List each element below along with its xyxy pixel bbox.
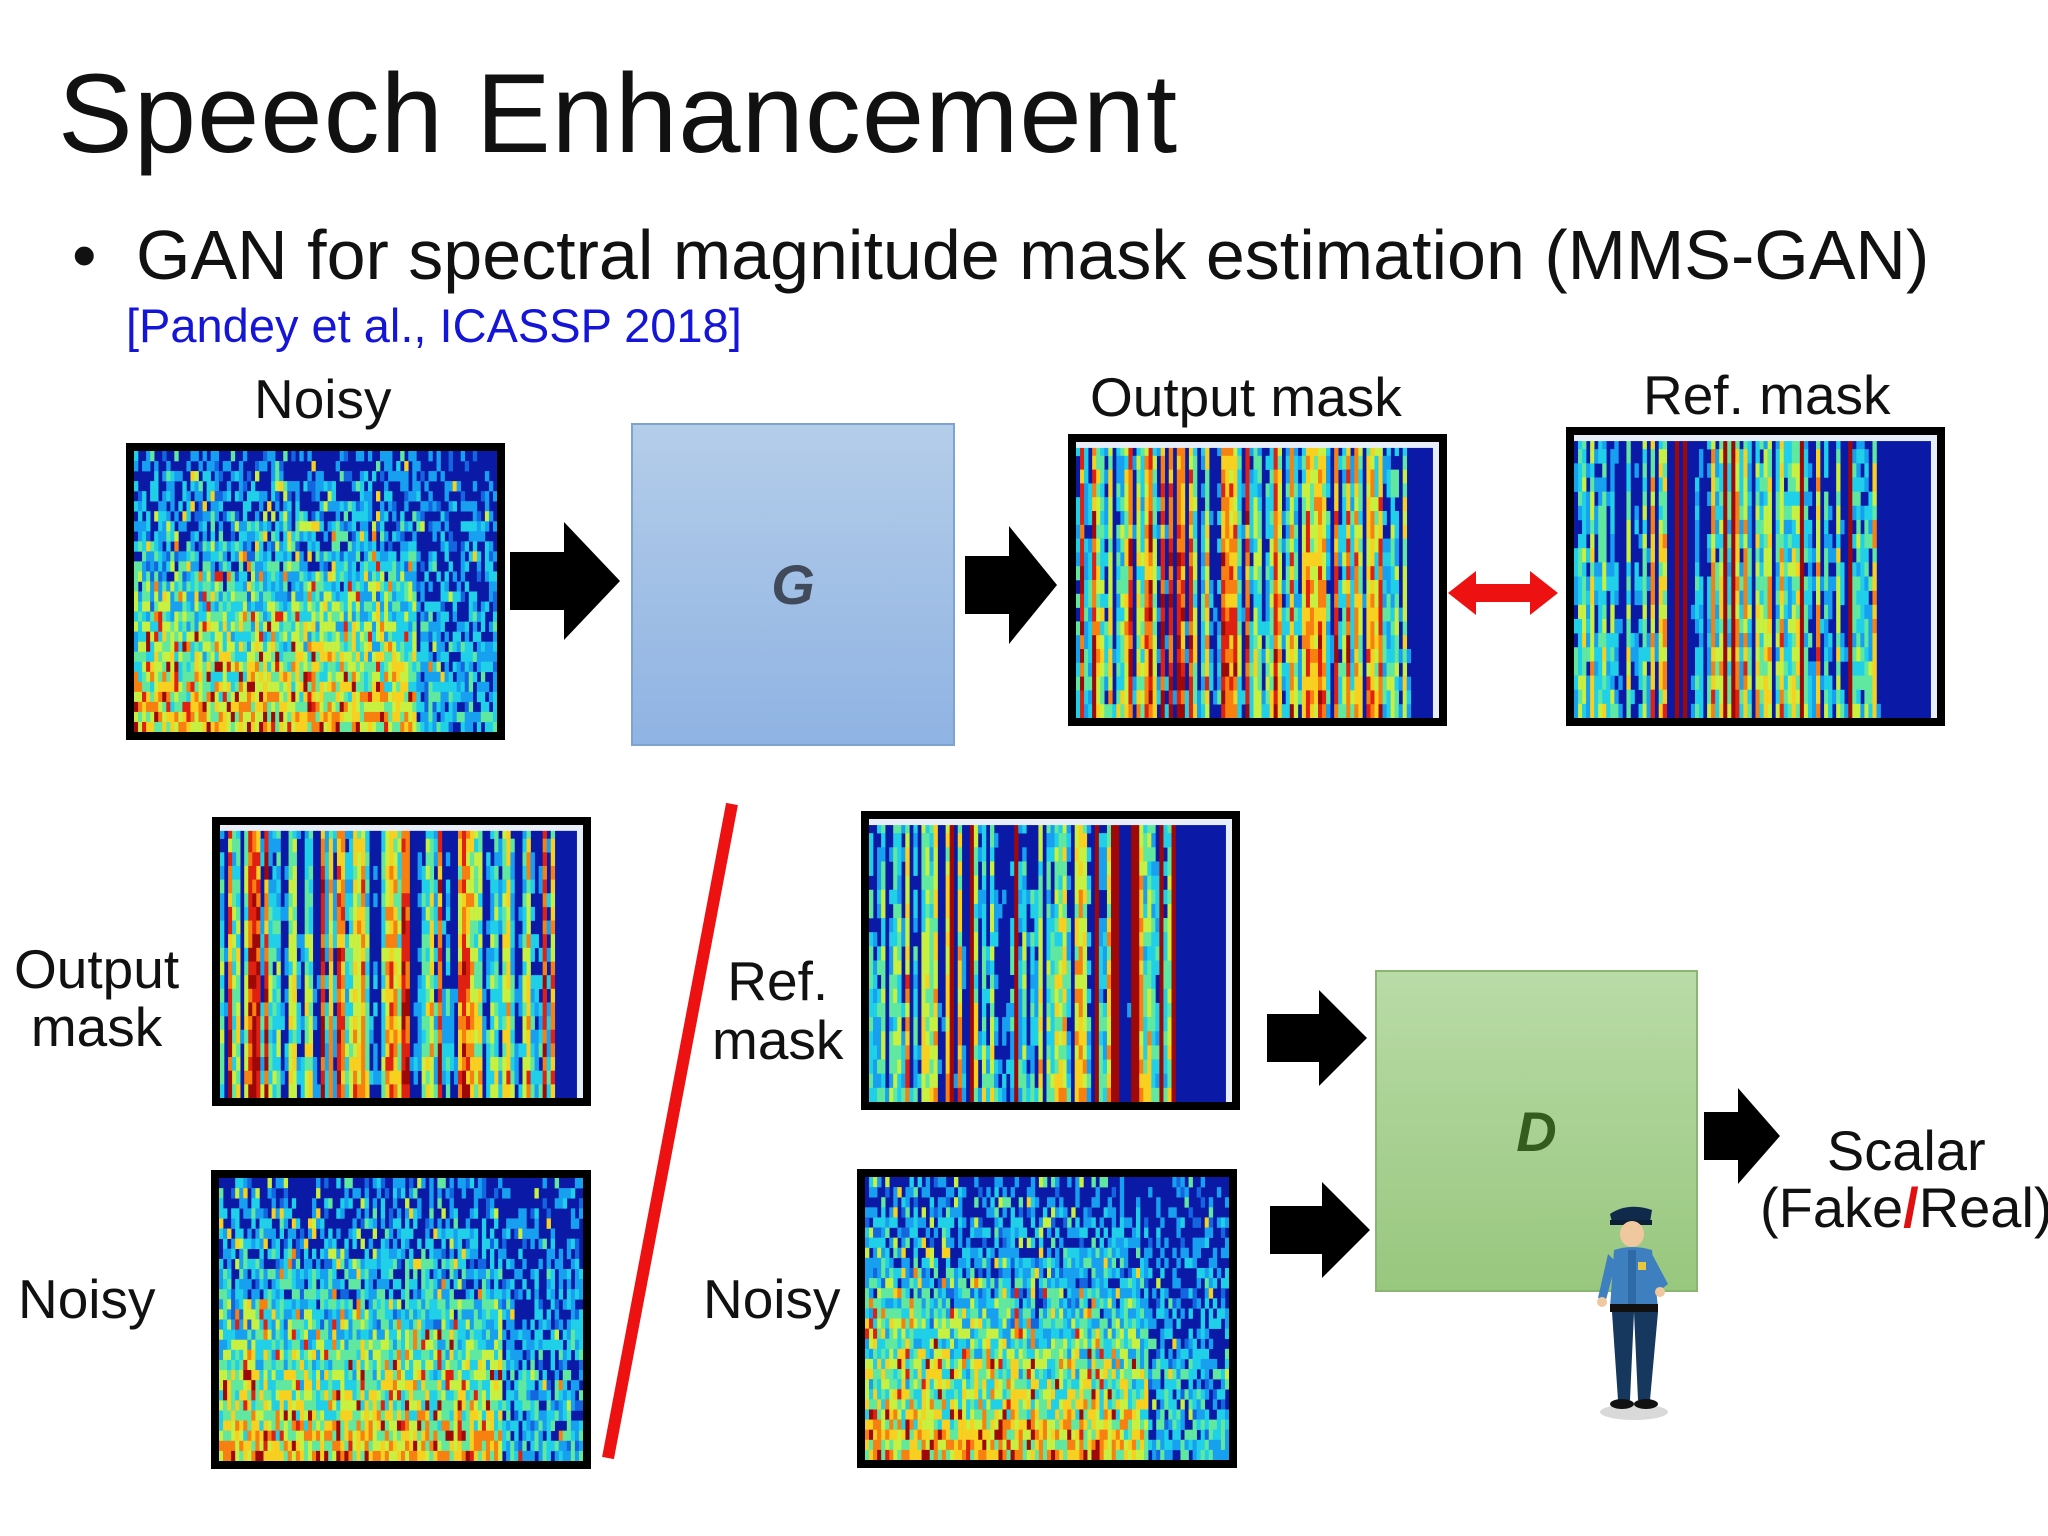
right-arrow-icon bbox=[1267, 990, 1367, 1086]
spectrogram-texture bbox=[869, 819, 1232, 1102]
right-arrow-icon bbox=[1270, 1182, 1370, 1278]
ref-mask-label: Ref. mask bbox=[1643, 364, 1891, 426]
fake-pair-label-line2: mask bbox=[30, 996, 163, 1059]
output-mask-label: Output mask bbox=[1090, 366, 1402, 428]
divider-slash bbox=[590, 796, 750, 1471]
noisy-spectrogram-input bbox=[126, 443, 505, 740]
double-arrow-icon bbox=[1448, 571, 1558, 615]
scalar-output-line1: Scalar bbox=[1826, 1119, 1986, 1182]
real-pair-ref-mask-label: Ref. mask bbox=[712, 950, 844, 1072]
real-pair-noisy-spectrogram bbox=[857, 1169, 1237, 1468]
fake-pair-output-mask-label: Output mask bbox=[14, 940, 179, 1057]
real-label: Real) bbox=[1918, 1176, 2048, 1240]
discriminator-label: D bbox=[1516, 1099, 1557, 1163]
spectrogram-texture bbox=[865, 1177, 1229, 1460]
scalar-output-line2: (Fake/Real) bbox=[1760, 1179, 2048, 1236]
real-pair-noisy-label: Noisy bbox=[703, 1268, 841, 1330]
right-arrow-icon bbox=[1704, 1088, 1780, 1184]
fake-label: (Fake bbox=[1760, 1176, 1904, 1240]
fake-pair-noisy-spectrogram bbox=[211, 1170, 591, 1469]
bullet-label: GAN for spectral magnitude mask estimati… bbox=[136, 216, 1930, 294]
generator-box: G bbox=[631, 423, 955, 746]
noisy-input-label: Noisy bbox=[254, 368, 392, 430]
right-arrow-icon bbox=[510, 522, 620, 640]
ref-mask-spectrogram bbox=[1566, 427, 1945, 726]
scalar-output-label: Scalar (Fake/Real) bbox=[1760, 1122, 2048, 1236]
real-pair-ref-mask-spectrogram bbox=[861, 811, 1240, 1110]
real-pair-label-line2: mask bbox=[712, 1009, 844, 1072]
spectrogram-texture bbox=[219, 1178, 583, 1461]
fake-pair-output-mask-spectrogram bbox=[212, 817, 591, 1106]
police-officer-icon bbox=[1588, 1200, 1688, 1425]
right-arrow-icon bbox=[965, 526, 1057, 644]
citation: [Pandey et al., ICASSP 2018] bbox=[126, 299, 742, 352]
spectrogram-texture bbox=[220, 825, 583, 1098]
page-title: Speech Enhancement bbox=[58, 51, 1179, 176]
spectrogram-texture bbox=[1076, 442, 1439, 718]
discriminator-box: D bbox=[1375, 970, 1698, 1292]
spectrogram-texture bbox=[1574, 435, 1937, 718]
spectrogram-texture bbox=[134, 451, 497, 732]
output-mask-spectrogram bbox=[1068, 434, 1447, 726]
red-slash: / bbox=[1903, 1176, 1919, 1240]
fake-pair-label-line1: Output bbox=[14, 938, 180, 1000]
generator-label: G bbox=[771, 553, 815, 616]
real-pair-label-line1: Ref. bbox=[727, 950, 829, 1012]
bullet-dot: • bbox=[72, 216, 97, 294]
fake-pair-noisy-label: Noisy bbox=[18, 1268, 156, 1330]
bullet-text: •GAN for spectral magnitude mask estimat… bbox=[72, 220, 1929, 290]
